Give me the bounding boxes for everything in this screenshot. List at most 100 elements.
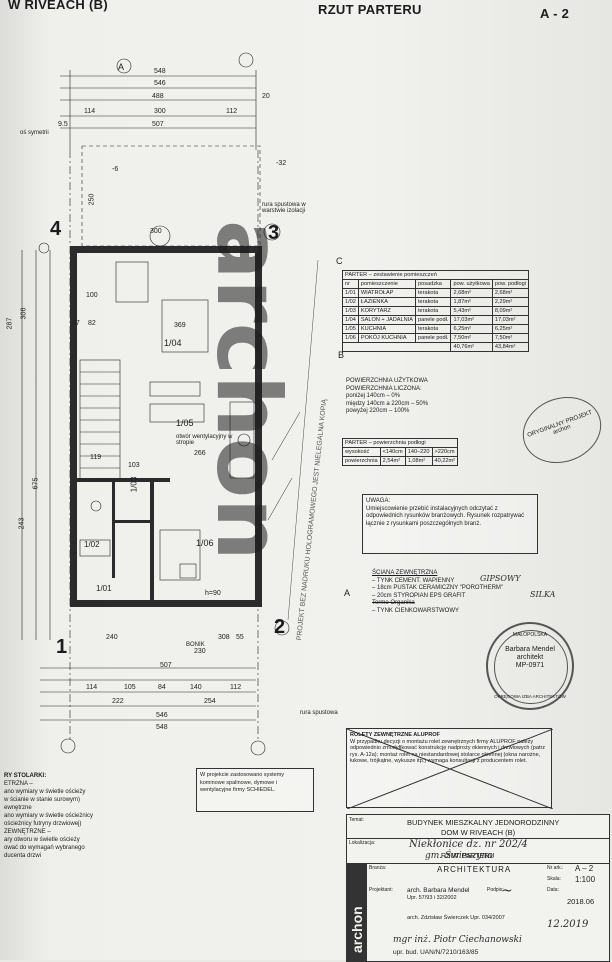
dim-306: 306 — [20, 307, 28, 320]
th-pu: pow. użytkowa — [450, 279, 493, 289]
tb-data-label: Data: — [547, 887, 559, 893]
tb-branza-label: Branża: — [369, 865, 387, 871]
size-266: 266 — [194, 450, 206, 457]
joinery-line: ary otworu w świetle ościeży — [4, 837, 80, 843]
os-symetrii: oś symetrii — [20, 130, 49, 136]
cell: panele podł. — [414, 315, 452, 325]
dim-100: 100 — [86, 292, 98, 299]
cell: 2,54m² — [379, 456, 406, 466]
original-project-stamp: ORYGINALNY PROJEKT archon — [513, 386, 611, 474]
cell: 6,25m² — [450, 324, 493, 334]
dim-37: 37 — [72, 320, 80, 327]
joinery-line: ować do wymagań wybranego — [4, 845, 85, 851]
wall-line: – TYNK CIENKOWARSTWOWY — [372, 607, 460, 614]
tb-temat: BUDYNEK MIESZKALNY JEDNORODZINNY — [407, 818, 560, 827]
dim-b-105: 105 — [124, 684, 136, 691]
wall-line: – 18cm PUSTAK CERAMICZNY "POROTHERM" — [372, 585, 504, 591]
rooms-table-title: PARTER – zestawienie pomieszczeń — [342, 270, 529, 280]
tb-sprawdzil: arch. Zdzisław Świerczek Upr. 034/2007 — [407, 915, 505, 921]
area-note-line: powyżej 220cm – 100% — [346, 408, 410, 414]
tb-projektant-upr: Upr. 57/93 i 32/2002 — [407, 895, 457, 901]
axis-C: C — [336, 256, 343, 266]
dim-507: 507 — [152, 121, 164, 128]
th-pom: pomieszczenie — [357, 279, 416, 289]
cell: 2,68m² — [450, 288, 493, 298]
original-stamp-text: ORYGINALNY PROJEKT archon — [526, 409, 594, 439]
room-1-01: 1/01 — [96, 584, 112, 593]
dim-b-140: 140 — [190, 684, 202, 691]
cell: panele podł. — [414, 333, 452, 343]
dim-675: 675 — [32, 477, 40, 490]
dim-243: 243 — [18, 517, 26, 530]
cell: WIATROŁAP — [357, 288, 416, 298]
cell: terakota — [414, 306, 452, 316]
tb-lok-label: Lokalizacja: — [349, 840, 376, 846]
tb-nr: A – 2 — [575, 864, 594, 873]
total-floor: 43,84m² — [491, 342, 529, 352]
cell: terakota — [414, 324, 452, 334]
axis-B: B — [338, 350, 345, 360]
archon-watermark: archon — [197, 220, 300, 561]
cell: 6,25m² — [491, 324, 529, 334]
cell: KUCHNIA — [357, 324, 416, 334]
roller-text: W przypadku decyzji o montażu rolet zewn… — [350, 738, 546, 765]
dim-82: 82 — [88, 320, 96, 327]
architect-stamp: MAŁOPOLSKA Barbara Mendel architekt MP-0… — [486, 622, 574, 710]
axis-1: 1 — [56, 636, 68, 658]
rura-top: rura spustowa w warstwie izolacji — [262, 202, 306, 214]
level-32: -32 — [276, 160, 287, 167]
signature: ~ — [501, 883, 513, 899]
joinery-note: RY STOLARKI: ETRZNA – ano wymiary w świe… — [4, 772, 154, 860]
dim-b-308: 308 — [218, 634, 230, 641]
hand-silka: SILKA — [530, 590, 556, 599]
cell: 1,08m² — [404, 456, 433, 466]
stamp-num: MP-0971 — [515, 662, 545, 669]
schiedel-note: W projekcie zastosowano systemy kominowe… — [196, 768, 314, 812]
table-total-row: 40,76m² 43,84m² — [341, 342, 529, 352]
size-103: 103 — [128, 462, 140, 469]
roller-title: ROLETY ZEWNĘTRZNE ALUPROF — [350, 732, 440, 738]
vent-note: otwór wentylacyjny w stropie — [176, 434, 233, 446]
rooms-table-wrap: PARTER – zestawienie pomieszczeń nr pomi… — [341, 270, 529, 352]
tb-data-hand: 12.2019 — [547, 919, 589, 930]
area-note-line: poniżej 140cm – 0% — [346, 393, 401, 399]
size-140: 230 — [194, 648, 206, 655]
wall-title: ŚCIANA ZEWNĘTRZNA — [372, 570, 438, 576]
cell — [341, 342, 452, 352]
wall-line: Termo Organika — [372, 600, 415, 606]
tb-branza: ARCHITEKTURA — [437, 865, 512, 874]
dim-b-55: 55 — [236, 634, 244, 641]
wall-note: ŚCIANA ZEWNĘTRZNA – TYNK CEMENT. WAPIENN… — [372, 570, 542, 615]
dim-b-114: 114 — [86, 684, 98, 691]
tb-adapt-upr: upr. bud. UAN/N/7210/163/85 — [393, 949, 479, 956]
tb-adapt-hand: mgr inż. Piotr Ciechanowski — [393, 935, 522, 945]
joinery-line: ZEWNĘTRZNE – — [4, 829, 51, 835]
area-note-title: POWIERZCHNIA UŻYTKOWA — [346, 378, 428, 384]
dim-b-84: 84 — [158, 684, 166, 691]
cell: 1/03 — [342, 306, 359, 316]
cell: >220cm — [431, 447, 459, 457]
cell: 1,87m² — [450, 297, 493, 307]
dim-112: 112 — [226, 108, 238, 115]
tb-podpis-label: Podpis: — [487, 887, 504, 893]
cell: 17,03m² — [450, 315, 493, 325]
cell: 17,03m² — [491, 315, 529, 325]
bonik: BONIK — [186, 642, 205, 648]
wall-line: – 20cm STYROPIAN EPS GRAFIT — [372, 592, 466, 599]
dim-488: 488 — [152, 93, 164, 100]
floor-table: PARTER – powierzchnia podłogi wysokość <… — [341, 438, 459, 466]
cell: wysokość — [342, 447, 381, 457]
axis-2: 2 — [274, 616, 286, 638]
dim-b-548: 548 — [156, 724, 168, 731]
joinery-title: RY STOLARKI: — [4, 773, 47, 779]
dim-9-5: 9.5 — [58, 121, 68, 128]
cell: 40,22m² — [431, 456, 459, 466]
uwaga-title: UWAGA: — [366, 498, 391, 504]
tb-data: 2018.06 — [567, 897, 595, 906]
dim-b-222: 222 — [112, 698, 124, 705]
joinery-line: ano wymiary w świetle ościeżnicy — [4, 813, 94, 819]
room-1-04: 1/04 — [164, 338, 182, 348]
dim-548: 548 — [154, 68, 166, 75]
